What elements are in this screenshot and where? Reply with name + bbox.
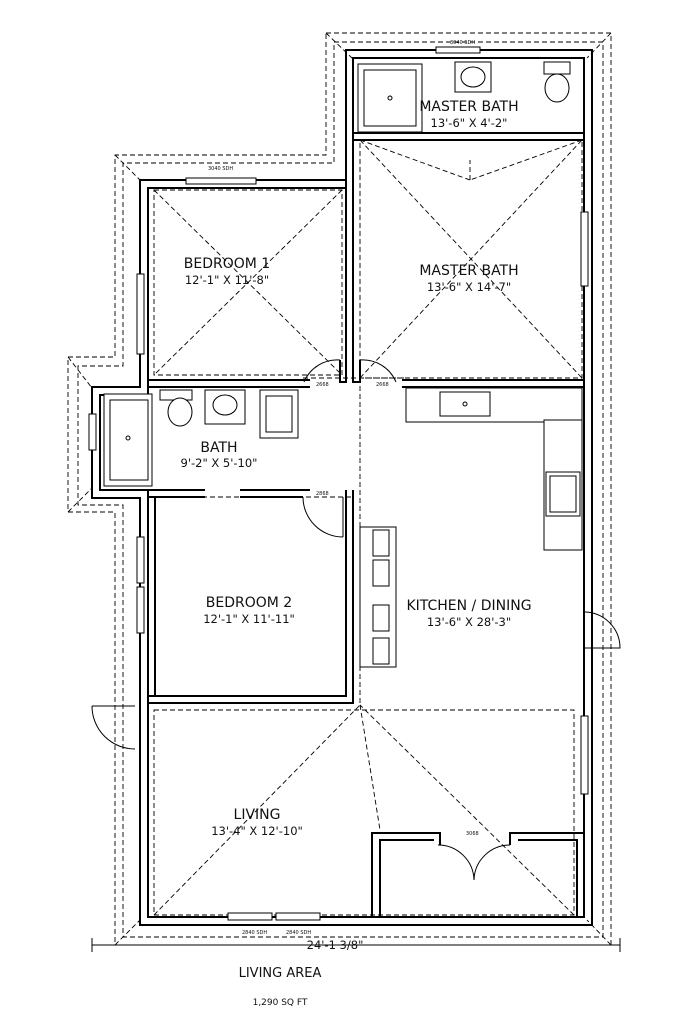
master-bath-top-size: 13'-6" X 4'-2" (431, 116, 508, 130)
windows: 3040 SDH 3040 SDH 2840 SDH 2840 SDH (88, 40, 589, 936)
exterior-walls (91, 49, 593, 926)
doors: 2668 2668 2868 3068 (91, 359, 621, 881)
fixtures (103, 61, 583, 668)
caption-title: LIVING AREA (238, 966, 322, 981)
living-name: LIVING (234, 807, 281, 823)
master-bath-main-name: MASTER BATH (419, 263, 518, 279)
caption-area: 1,290 SQ FT (252, 998, 308, 1008)
kitchen-name: KITCHEN / DINING (406, 598, 531, 614)
master-bath-main-size: 13'-6" X 14'-7" (427, 280, 511, 294)
svg-text:2868: 2868 (316, 491, 329, 497)
bath-name: BATH (200, 440, 237, 456)
living-size: 13'-4" X 12'-10" (211, 824, 303, 838)
bath-size: 9'-2" X 5'-10" (181, 456, 258, 470)
svg-text:2668: 2668 (376, 382, 389, 388)
svg-text:3040 SDH: 3040 SDH (450, 40, 475, 46)
svg-text:2840 SDH: 2840 SDH (286, 930, 311, 936)
svg-text:3040 SDH: 3040 SDH (208, 166, 233, 172)
interior-walls (147, 132, 584, 917)
closet (371, 832, 584, 917)
bedroom1-name: BEDROOM 1 (184, 256, 270, 272)
bedroom1-size: 12'-1" X 11'-8" (185, 273, 269, 287)
roof-outline (67, 32, 612, 946)
svg-text:2840 SDH: 2840 SDH (242, 930, 267, 936)
floor-plan: 3040 SDH 3040 SDH 2840 SDH 2840 SDH 2668… (67, 32, 621, 952)
overall-dimension: 24'-1 3/8" (91, 938, 621, 952)
overall-width-label: 24'-1 3/8" (307, 938, 364, 952)
svg-text:3068: 3068 (466, 831, 479, 837)
kitchen-size: 13'-6" X 28'-3" (427, 615, 511, 629)
bedroom2-name: BEDROOM 2 (206, 595, 292, 611)
master-bath-top-name: MASTER BATH (419, 99, 518, 115)
svg-text:2668: 2668 (316, 382, 329, 388)
bedroom2-size: 12'-1" X 11'-11" (203, 612, 295, 626)
